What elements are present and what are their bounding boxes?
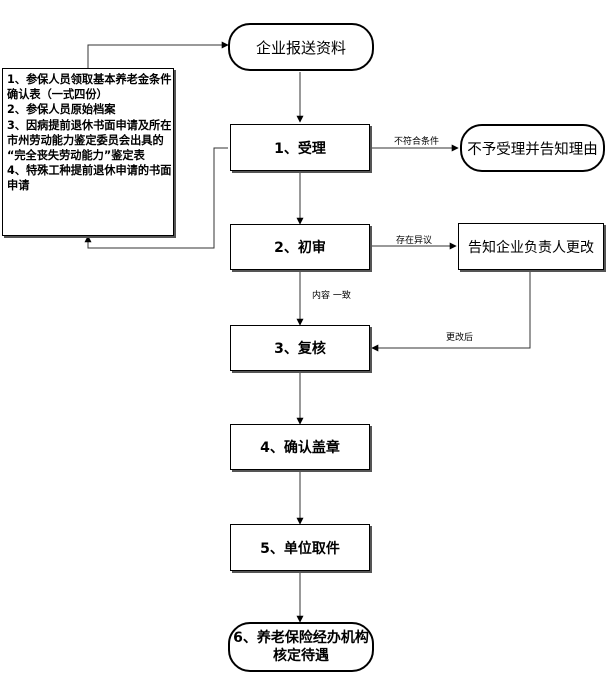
documents-line: 确认表（一式四份）	[7, 88, 108, 102]
edge-label-after-change: 更改后	[446, 333, 474, 343]
documents-box: 1、参保人员领取基本养老金条件 确认表（一式四份） 2、参保人员原始档案 3、因…	[2, 68, 174, 236]
end-node: 6、养老保险经办机构 核定待遇	[228, 622, 374, 672]
documents-line: 2、参保人员原始档案	[7, 103, 116, 117]
arrow-documents-to-start	[87, 41, 229, 68]
end-node-line2: 核定待遇	[273, 648, 329, 664]
notify-node: 告知企业负责人更改	[458, 223, 604, 270]
start-node-label: 企业报送资料	[255, 38, 346, 57]
documents-line: “完全丧失劳动能力”鉴定表	[7, 149, 145, 163]
edge-label-consistent: 内容 一致	[312, 291, 351, 301]
step-preliminary-review-label: 2、初审	[274, 240, 326, 256]
end-node-line1: 6、养老保险经办机构	[233, 630, 369, 646]
step-preliminary-review: 2、初审	[230, 224, 370, 270]
documents-line: 市州劳动能力鉴定委员会出具的	[7, 133, 164, 147]
step-accept-label: 1、受理	[274, 140, 326, 157]
notify-node-label: 告知企业负责人更改	[468, 239, 594, 256]
documents-line: 3、因病提前退休书面申请及所在	[7, 118, 172, 132]
documents-line: 4、特殊工种提前退休申请的书面	[7, 164, 172, 178]
documents-line: 1、参保人员领取基本养老金条件	[7, 73, 172, 86]
reject-node-label: 不予受理并告知理由	[467, 141, 598, 158]
step-confirm-seal-label: 4、确认盖章	[260, 440, 340, 456]
arrow-step1-to-documents	[84, 147, 228, 249]
edge-label-has-objection: 存在异议	[396, 236, 433, 246]
step-accept: 1、受理	[230, 124, 370, 171]
arrow-notify-to-step3	[371, 270, 531, 352]
step-confirm-seal: 4、确认盖章	[230, 424, 370, 470]
edge-label-not-qualified: 不符合条件	[394, 137, 440, 147]
step-pickup-label: 5、单位取件	[260, 540, 340, 557]
start-node: 企业报送资料	[228, 23, 374, 71]
step-recheck: 3、复核	[230, 325, 370, 371]
step-recheck-label: 3、复核	[274, 341, 326, 357]
step-pickup: 5、单位取件	[230, 524, 370, 571]
reject-node: 不予受理并告知理由	[460, 124, 605, 172]
documents-line: 申请	[7, 179, 30, 193]
